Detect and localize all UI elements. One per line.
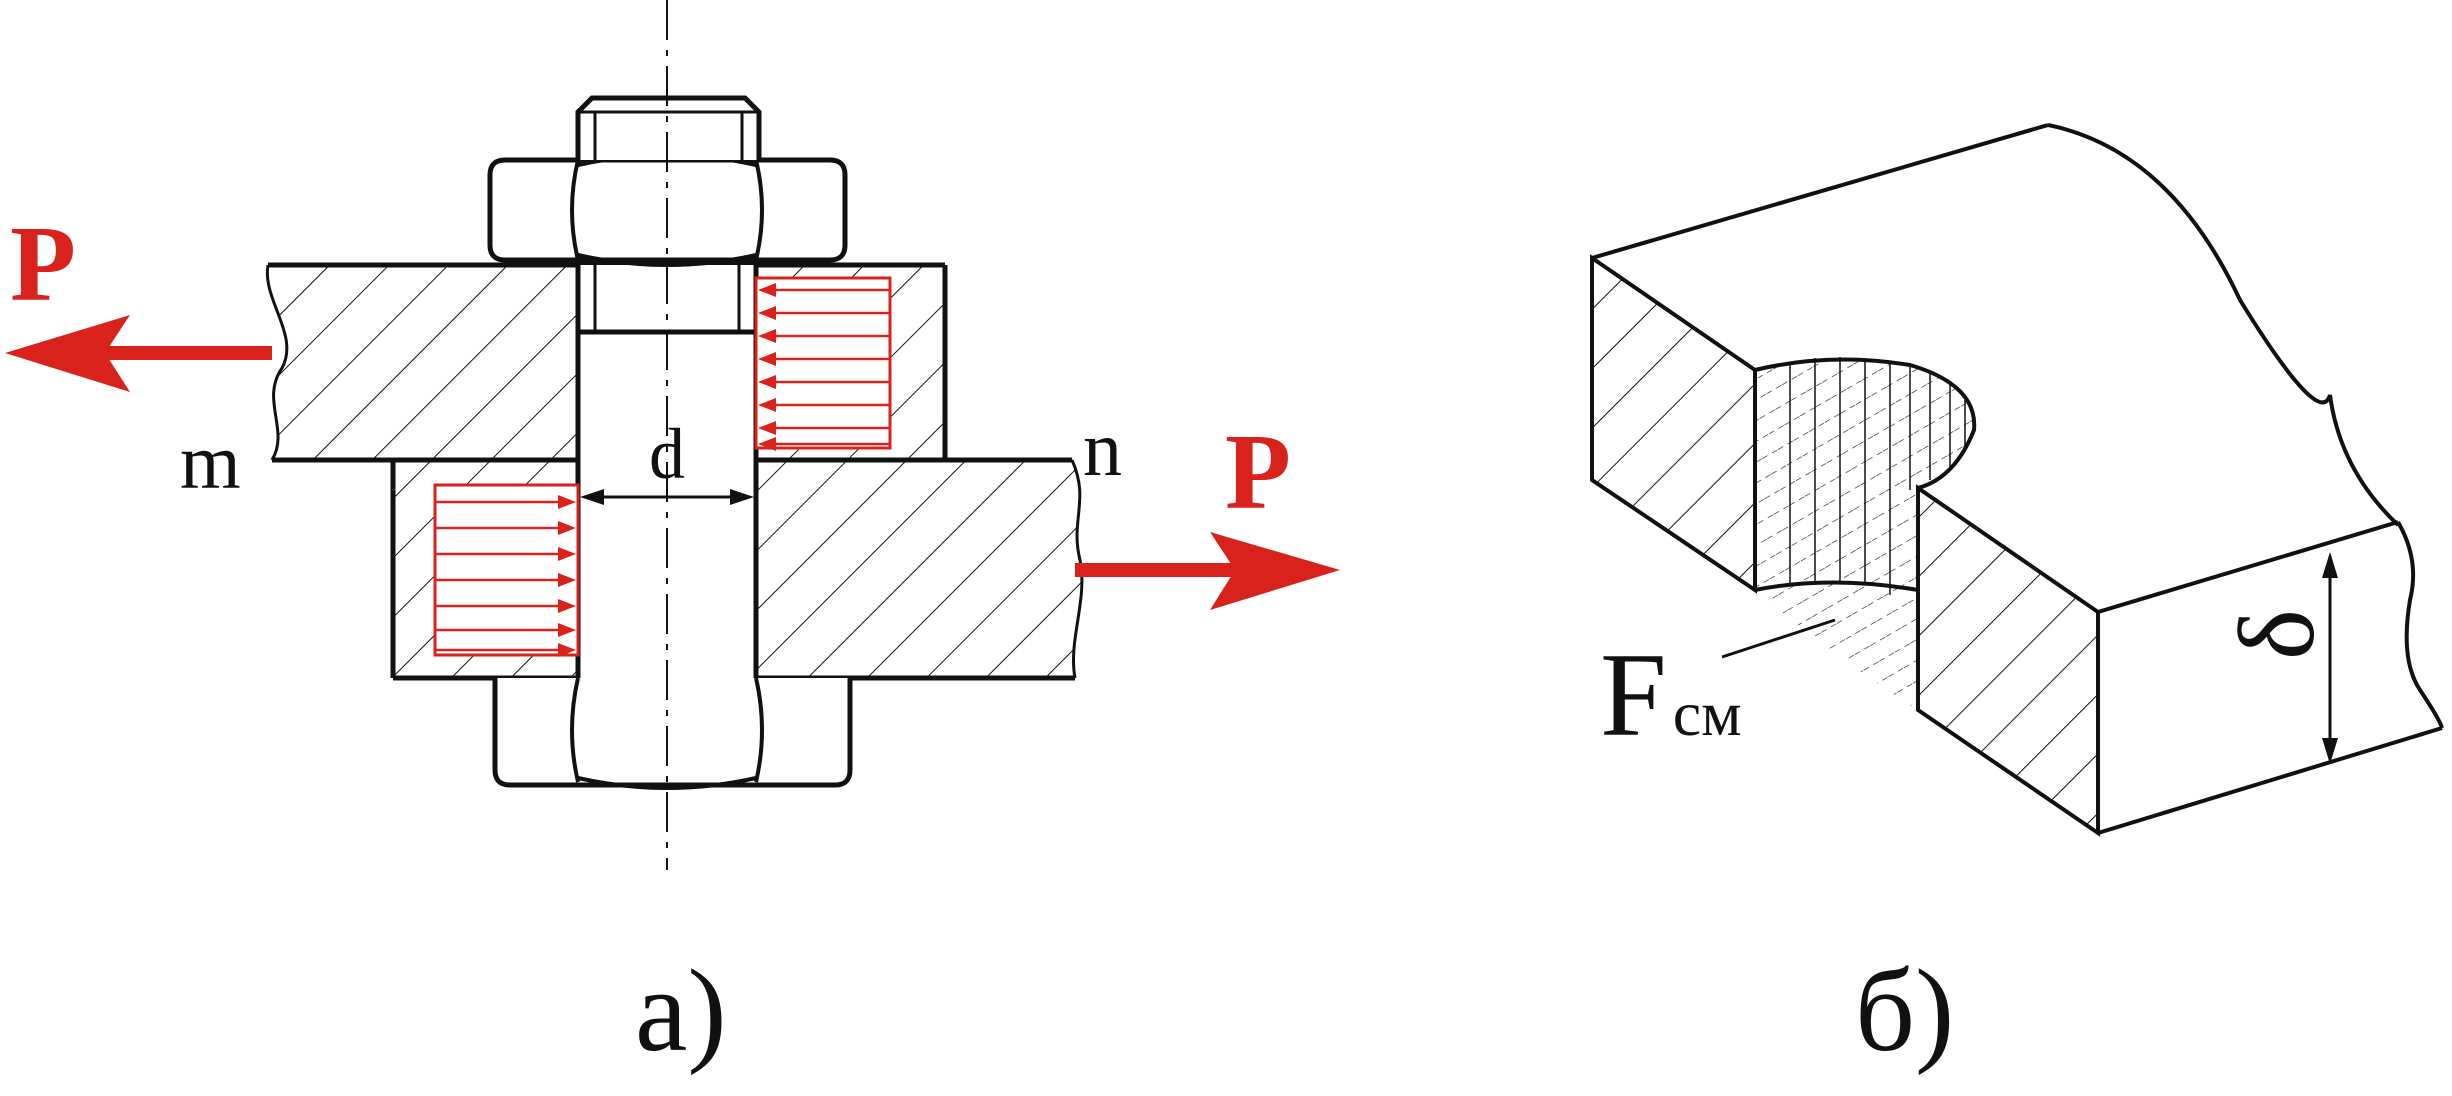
force-arrow-left	[5, 315, 272, 392]
force-label-left: P	[10, 205, 76, 324]
figure-b: δ Fсм б)	[1590, 123, 2444, 1076]
force-arrow-right	[1075, 532, 1340, 610]
area-label-main: F	[1600, 628, 1667, 761]
caption-a: а)	[635, 945, 727, 1076]
diameter-label: d	[649, 414, 685, 494]
left-section-face	[1590, 254, 1757, 594]
plate-outline	[1590, 123, 2444, 835]
force-label-right: P	[1225, 413, 1291, 532]
bolt-end	[575, 95, 762, 160]
caption-b: б)	[1855, 945, 1954, 1076]
thickness-dimension	[2322, 552, 2338, 764]
right-section-face	[1916, 484, 2100, 837]
area-label-subscript: см	[1673, 678, 1742, 749]
bearing-area-surface	[1755, 357, 1975, 710]
diameter-dimension	[580, 489, 754, 505]
thickness-label: δ	[2218, 609, 2337, 660]
figure-a: d	[5, 0, 1340, 1076]
area-label: Fсм	[1600, 628, 1742, 761]
plate-m-label: m	[180, 418, 241, 505]
plate-n-label: n	[1083, 405, 1122, 492]
bearing-stress-top	[754, 276, 892, 451]
area-leader-line	[1721, 618, 1836, 659]
bolt-head	[492, 677, 853, 790]
bearing-stress-bottom	[433, 483, 580, 657]
